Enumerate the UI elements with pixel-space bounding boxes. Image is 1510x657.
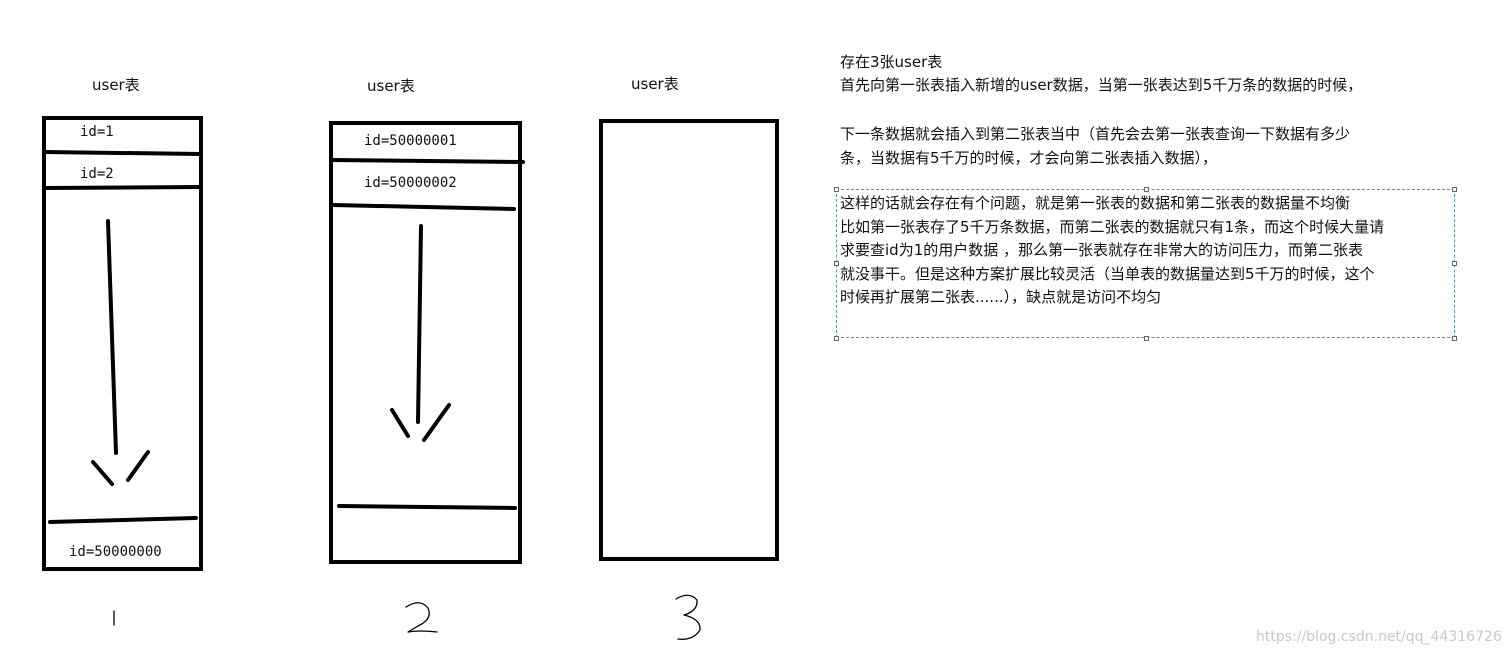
- table-2-row-divider: [329, 158, 525, 164]
- table-1-row-divider: [48, 516, 198, 524]
- resize-handle-top-left[interactable]: [834, 187, 839, 192]
- table-3-border: [599, 119, 779, 561]
- table-1-last-row: id=50000000: [69, 544, 162, 560]
- box-text-line: 这样的话就会存在有个问题，就是第一张表的数据和第二张表的数据量不均衡: [840, 194, 1351, 212]
- table-2-title: user表: [367, 77, 415, 95]
- resize-handle-bottom[interactable]: [1144, 336, 1149, 341]
- resize-handle-left[interactable]: [834, 261, 839, 266]
- table-1-title: user表: [92, 76, 140, 94]
- resize-handle-bottom-left[interactable]: [834, 336, 839, 341]
- note-line-4: 条，当数据有5千万的时候，才会向第二张表插入数据），: [840, 149, 1218, 167]
- box-text-line: 就没事干。但是这种方案扩展比较灵活（当单表的数据量达到5千万的时候，这个: [840, 265, 1375, 283]
- box-text-line: 时候再扩展第二张表......），缺点就是访问不均匀: [840, 288, 1162, 306]
- table-2-row-divider: [337, 504, 517, 510]
- resize-handle-top[interactable]: [1144, 187, 1149, 192]
- note-line-3: 下一条数据就会插入到第二张表当中（首先会去第一张表查询一下数据有多少: [840, 125, 1351, 143]
- table-1-row-divider: [42, 185, 203, 190]
- handwritten-number-2: [405, 602, 438, 633]
- resize-handle-bottom-right[interactable]: [1452, 336, 1457, 341]
- table-1-border: [42, 116, 203, 571]
- note-line-2: 首先向第一张表插入新增的user数据，当第一张表达到5千万条的数据的时候，: [840, 76, 1363, 94]
- resize-handle-top-right[interactable]: [1452, 187, 1457, 192]
- note-line-1: 存在3张user表: [840, 53, 943, 71]
- table-2-down-arrow: [390, 224, 451, 442]
- table-1-row: id=2: [80, 166, 114, 182]
- table-1-down-arrow: [91, 219, 150, 486]
- resize-handle-right[interactable]: [1452, 261, 1457, 266]
- table-1-row: id=1: [80, 124, 114, 140]
- handwritten-number-3: [675, 594, 701, 640]
- table-2-border: [329, 121, 522, 564]
- table-2-row: id=50000002: [364, 175, 457, 191]
- watermark: https://blog.csdn.net/qq_44316726: [1256, 629, 1502, 645]
- box-text-line: 比如第一张表存了5千万条数据，而第二张表的数据就只有1条，而这个时候大量请: [840, 218, 1385, 236]
- table-2-row: id=50000001: [364, 133, 457, 149]
- table-2-row-divider: [331, 203, 516, 211]
- box-text-line: 求要查id为1的用户数据 ，那么第一张表就存在非常大的访问压力，而第二张表: [840, 241, 1364, 259]
- table-3-title: user表: [631, 75, 679, 93]
- table-1-row-divider: [42, 150, 203, 156]
